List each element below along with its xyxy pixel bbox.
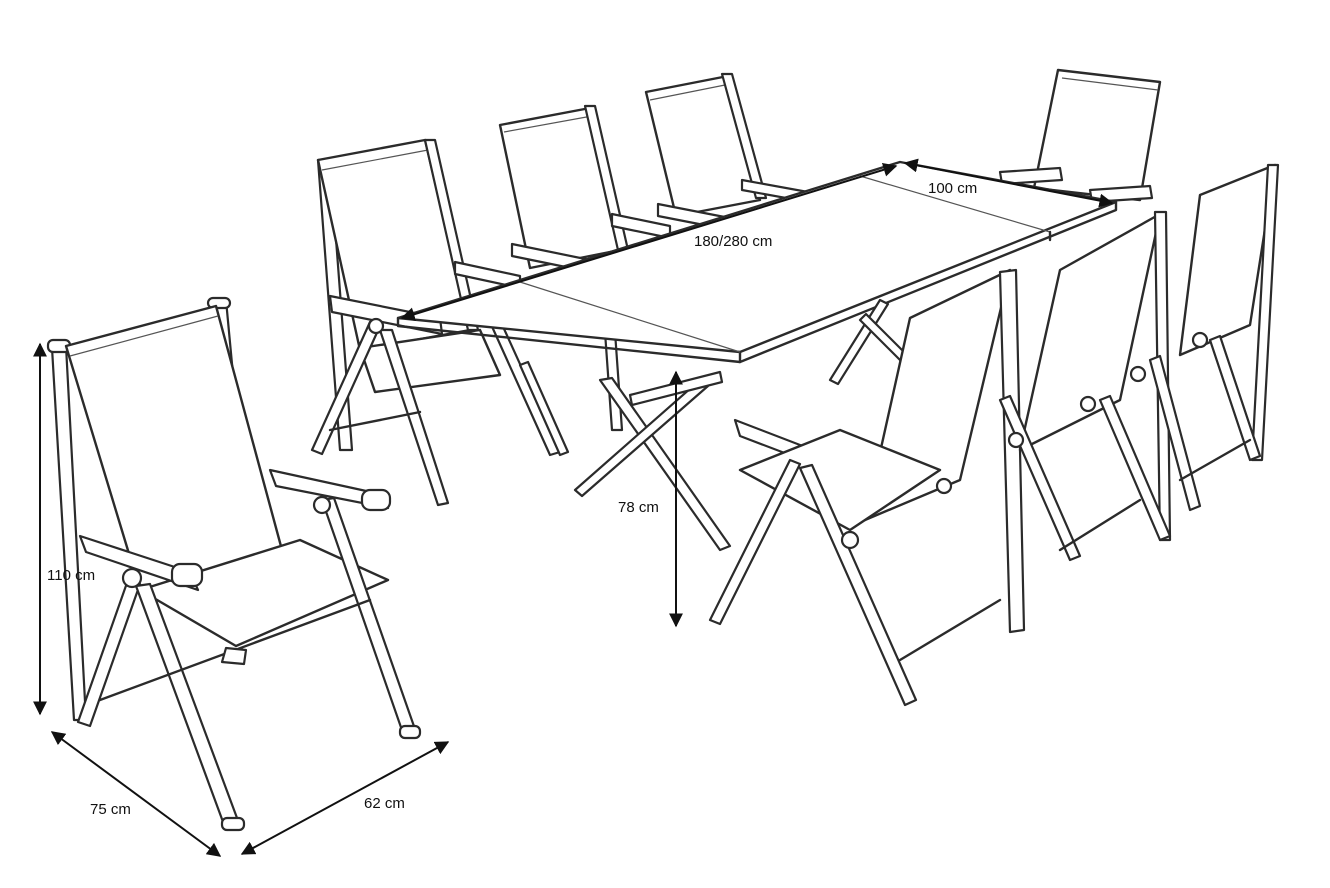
chair-back-row-4 [998, 68, 1162, 204]
dimension-lines [33, 158, 1114, 857]
chair-front-row-2 [998, 210, 1172, 562]
table-height-label: 78 cm [618, 499, 659, 516]
chair-depth-arrow [50, 731, 222, 857]
chair-width-arrow [240, 741, 450, 855]
table-length-arrow [400, 163, 898, 321]
table-width-arrow [903, 158, 1114, 208]
chair-front-row-3 [1129, 163, 1280, 512]
table-length-label: 180/280 cm [694, 233, 772, 250]
chair-dimension-sample [46, 296, 422, 832]
chair-depth-label: 75 cm [90, 801, 131, 818]
chair-width-label: 62 cm [364, 795, 405, 812]
chair-front-row-1 [708, 268, 1026, 707]
dimension-labels: 180/280 cm 100 cm 78 cm 110 cm 75 cm 62 … [47, 180, 977, 818]
table-width-label: 100 cm [928, 180, 977, 197]
chair-height-label: 110 cm [47, 567, 95, 584]
